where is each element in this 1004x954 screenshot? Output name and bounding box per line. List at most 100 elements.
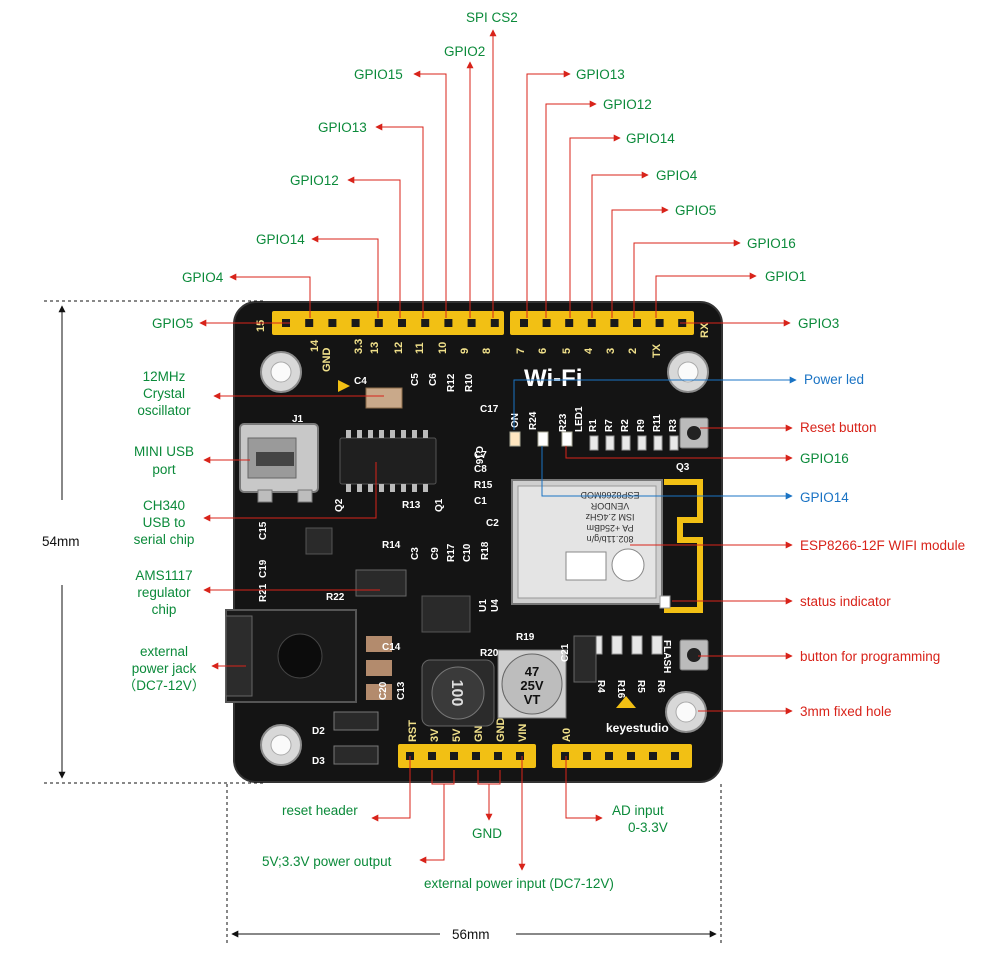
silk-r15: R15 — [474, 480, 493, 491]
silk-pin-8: 8 — [481, 348, 493, 354]
label-jack-3: （DC7-12V） — [123, 678, 206, 693]
label-tl-gpio13: GPIO13 — [318, 120, 367, 135]
module-text-line: PA +25dBm — [586, 523, 633, 533]
silk-r6: R6 — [655, 680, 666, 693]
label-tl-gpio4: GPIO4 — [182, 270, 224, 285]
brand-text: keyestudio — [606, 721, 669, 735]
header-top-right — [510, 311, 694, 335]
silk-pin-7: 7 — [515, 348, 527, 354]
label-jack-2: power jack — [132, 661, 197, 676]
silk-r22: R22 — [326, 592, 345, 603]
silk-c4: C4 — [354, 376, 367, 387]
mounting-hole-top-right — [667, 351, 709, 393]
resistor — [605, 435, 615, 451]
silk-r18: R18 — [480, 541, 491, 560]
dim-height-label: 54mm — [42, 534, 80, 549]
resistor — [653, 435, 663, 451]
ch340-leg-bottom — [412, 484, 417, 492]
label-tr-gpio3: GPIO3 — [798, 316, 839, 331]
label-tr-gpio4: GPIO4 — [656, 168, 698, 183]
dim-width-label: 56mm — [452, 927, 490, 942]
silk-u4: U4 — [490, 599, 501, 612]
power-jack — [225, 609, 357, 703]
silk-r20: R20 — [480, 648, 499, 659]
pin-hole-tr-4 — [587, 319, 596, 327]
silk-c8: C8 — [474, 464, 487, 475]
silk-pin-15: 15 — [255, 320, 267, 332]
fcc-logo-icon — [611, 548, 645, 582]
ch340-leg-top — [368, 430, 373, 438]
wifi-cert-icon — [565, 551, 607, 581]
pin-hole-bl-4 — [472, 752, 480, 760]
pin-hole-bl-5 — [494, 752, 502, 760]
pin-hole-tr-5 — [610, 319, 619, 327]
silk-r16: R16 — [615, 680, 626, 699]
label-button-programming: button for programming — [800, 649, 940, 664]
silk-c6: C6 — [428, 373, 439, 386]
mounting-hole-bottom-right — [665, 691, 707, 733]
ch340-leg-bottom — [423, 484, 428, 492]
pin-hole-tr-6 — [633, 319, 641, 327]
silk-r3: R3 — [668, 419, 679, 432]
silk-r14: R14 — [382, 540, 401, 551]
mini-usb-port — [239, 423, 319, 503]
pin-hole-bl-2 — [428, 752, 436, 760]
label-crystal-1: 12MHz — [143, 369, 186, 384]
pin-hole-tl-5 — [374, 319, 383, 327]
inductor-text: 100 — [448, 680, 465, 707]
ch340-leg-top — [390, 430, 395, 438]
label-fixed-hole: 3mm fixed hole — [800, 704, 892, 719]
module-text-line: VENDOR — [590, 501, 629, 511]
silk-led1: LED1 — [574, 406, 585, 432]
led-gpio16 — [561, 431, 573, 447]
silk-c7: C7 — [474, 450, 487, 461]
ch340-leg-bottom — [368, 484, 373, 492]
pcb: 15 14 GND 3.3 13 12 11 10 9 8 7 6 5 4 3 … — [225, 301, 723, 783]
label-jack-1: external — [140, 644, 188, 659]
wifi-logo-text: Wi-Fi — [524, 365, 582, 392]
silk-q2: Q2 — [334, 498, 345, 512]
silk-pin-bottom: RST 3V 5V GND GND VIN A0 — [407, 718, 573, 743]
resistor — [611, 635, 623, 655]
silk-c21: C21 — [560, 643, 571, 662]
silk-r2: R2 — [620, 419, 631, 432]
resistor — [651, 635, 663, 655]
label-ad-input-2: 0-3.3V — [628, 820, 668, 835]
diode-d2 — [333, 711, 379, 731]
pin-hole-br-1 — [561, 752, 569, 760]
silk-c14: C14 — [382, 642, 401, 653]
label-tr-gpio12: GPIO12 — [603, 97, 652, 112]
ch340-leg-top — [379, 430, 384, 438]
cap-c13 — [366, 684, 392, 700]
label-usb-1: MINI USB — [134, 444, 194, 459]
silk-reset: Q3 — [676, 462, 690, 473]
pin-hole-br-3 — [605, 752, 613, 760]
silk-pin-13: 13 — [369, 342, 381, 354]
silk-r24: R24 — [528, 411, 539, 430]
ams1117-regulator — [355, 569, 407, 597]
silk-c13: C13 — [396, 681, 407, 700]
label-ams-3: chip — [152, 602, 177, 617]
label-usb-2: port — [152, 462, 176, 477]
top-right-leaders: GPIO13 GPIO12 GPIO14 GPIO4 GPIO5 GPIO16 … — [526, 67, 839, 331]
resistor — [621, 435, 631, 451]
label-power-output: 5V;3.3V power output — [262, 854, 392, 869]
mounting-hole-top-left — [260, 351, 302, 393]
silk-c5: C5 — [410, 373, 421, 386]
diode-d3 — [333, 745, 379, 765]
pin-hole-tr-7 — [655, 319, 664, 327]
mounting-hole-bottom-left — [260, 724, 302, 766]
label-spi-cs2: SPI CS2 — [466, 10, 518, 25]
bottom-labels: reset header 5V;3.3V power output GND ex… — [262, 756, 668, 891]
silk-c9: C9 — [430, 547, 441, 560]
silk-c1: C1 — [474, 496, 487, 507]
module-text-line: ISM 2.4GHz — [585, 512, 635, 522]
led-gpio14 — [537, 431, 549, 447]
silk-pin-top-left: 15 14 GND 3.3 13 12 11 10 9 8 — [255, 320, 493, 372]
cap-c14 — [366, 636, 392, 652]
silk-r4: R4 — [595, 680, 606, 693]
silk-d2: D2 — [312, 726, 325, 737]
top-left-leaders: SPI CS2 GPIO2 GPIO15 GPIO13 GPIO12 GPIO1… — [152, 10, 518, 331]
silk-pin-rx: RX — [699, 322, 711, 338]
